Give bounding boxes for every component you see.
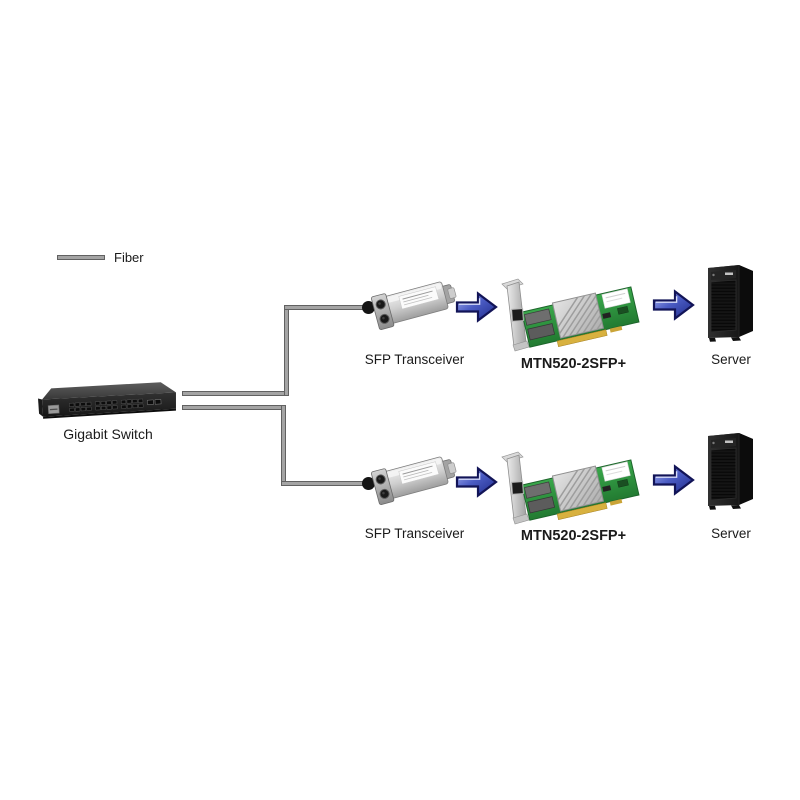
- server-illustration: [704, 430, 758, 510]
- server-tower-image: [704, 262, 758, 342]
- nic-model-label: MTN520-2SFP+: [520, 356, 627, 372]
- fiber-connector-dot: [362, 301, 375, 314]
- fiber-line-segment: [284, 305, 289, 396]
- sfp-transceiver-label: SFP Transceiver: [364, 526, 465, 541]
- server-tower-image: [704, 430, 758, 510]
- fiber-line-segment: [182, 391, 288, 396]
- arrow-right-icon: [455, 290, 499, 324]
- fiber-line-segment: [182, 405, 286, 410]
- arrow-right-icon: [652, 288, 696, 322]
- nic-card-image: [496, 449, 648, 527]
- nic-card-image: [496, 276, 648, 354]
- sfp-transceiver-image: [369, 274, 461, 332]
- arrow-right-icon: [455, 465, 499, 499]
- sfp-transceiver-image: [369, 449, 461, 507]
- server-label: Server: [711, 526, 751, 541]
- fiber-line-segment: [284, 305, 368, 310]
- switch-illustration: [36, 381, 178, 422]
- arrow-right-icon: [652, 463, 696, 497]
- fiber-legend-line: [57, 255, 105, 260]
- gigabit-switch-label: Gigabit Switch: [63, 426, 153, 442]
- server-illustration: [704, 262, 758, 342]
- nic-illustration: [496, 449, 648, 527]
- fiber-connector-dot: [362, 477, 375, 490]
- nic-illustration: [496, 276, 648, 354]
- sfp-transceiver-label: SFP Transceiver: [364, 352, 465, 367]
- sfp-illustration: [369, 274, 461, 332]
- fiber-line-segment: [281, 405, 286, 486]
- nic-model-label: MTN520-2SFP+: [520, 528, 627, 544]
- server-label: Server: [711, 352, 751, 367]
- fiber-line-segment: [281, 481, 368, 486]
- fiber-legend-label: Fiber: [114, 250, 144, 265]
- gigabit-switch-image: [36, 381, 178, 422]
- sfp-illustration: [369, 449, 461, 507]
